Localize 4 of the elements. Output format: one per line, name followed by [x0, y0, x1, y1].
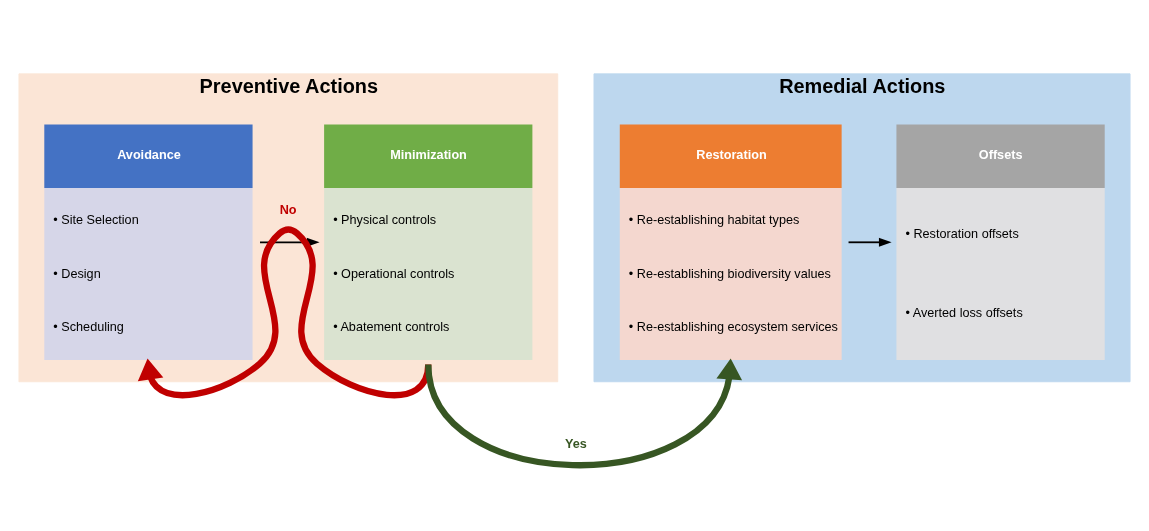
- arrow: [425, 358, 743, 468]
- edge-label: No: [279, 202, 297, 216]
- edge-label: Yes: [564, 436, 587, 451]
- arrow: [847, 237, 892, 247]
